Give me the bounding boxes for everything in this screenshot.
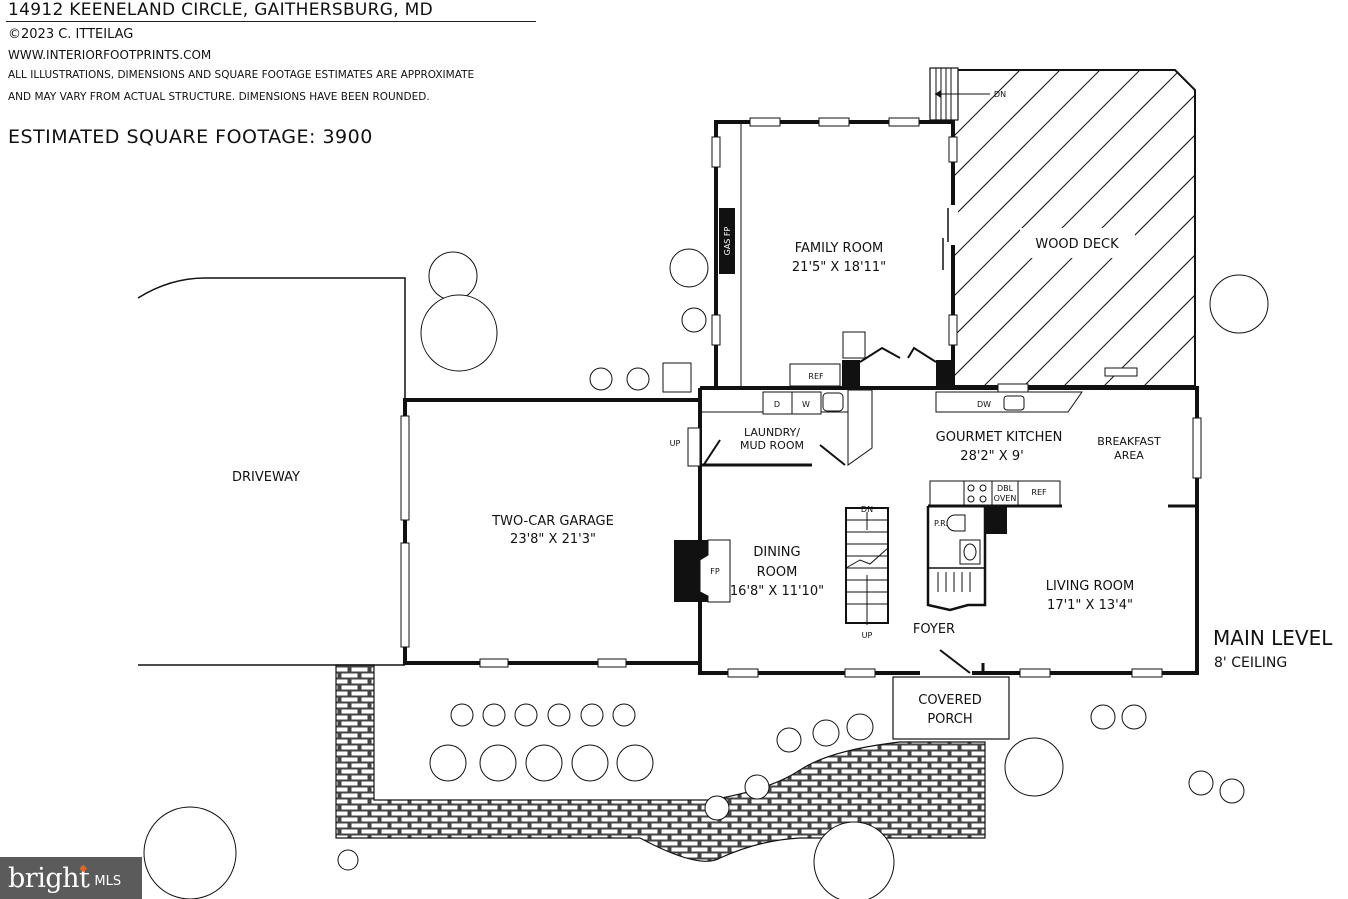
foyer-label: FOYER (913, 622, 955, 637)
breakfast-label-1: BREAKFAST (1097, 435, 1161, 448)
oven-label-1: DBL (997, 484, 1014, 493)
driveway: DRIVEWAY (137, 277, 406, 666)
living-room-dims: 17'1" X 13'4" (1047, 598, 1133, 613)
living-room-label: LIVING ROOM (1046, 579, 1134, 594)
family-room-dims: 21'5" X 18'11" (792, 260, 886, 275)
logo-suffix-text: MLS (94, 873, 122, 889)
wood-deck: WOOD DECK DN (929, 67, 1196, 387)
washer-label: W (802, 400, 810, 409)
dining-label-2: ROOM (757, 565, 798, 580)
stairs-up-label: UP (862, 631, 873, 640)
garage-dims: 23'8" X 21'3" (510, 532, 596, 547)
garage-up-label: UP (670, 439, 681, 448)
garage-label: TWO-CAR GARAGE (491, 514, 614, 529)
windows (400, 117, 1202, 678)
gas-fireplace (719, 208, 735, 274)
kitchen-dims: 28'2" X 9' (960, 449, 1023, 464)
deck-door-opening (948, 205, 958, 245)
square-footage-label: ESTIMATED SQUARE FOOTAGE: 3900 (8, 126, 373, 148)
copyright-text: ©2023 C. ITTEILAG (8, 27, 134, 42)
landscaping (143, 248, 1269, 899)
stairs-dn-label: DN (861, 505, 873, 514)
deck-stairs-dn-label: DN (994, 90, 1006, 99)
stairs: DN UP (845, 505, 889, 640)
laundry-label-1: LAUNDRY/ (744, 426, 800, 439)
covered-porch: COVERED PORCH (892, 676, 1010, 740)
fireplace-label: FP (710, 567, 720, 576)
laundry-room: D W LAUNDRY/ MUD ROOM UP (670, 389, 873, 467)
porch-label-1: COVERED (918, 693, 981, 708)
kitchen: DW GOURMET KITCHEN 28'2" X 9' BREAKFAST … (928, 391, 1197, 534)
wood-deck-label: WOOD DECK (1035, 237, 1119, 252)
laundry-ref-label: REF (808, 372, 824, 381)
dining-label-1: DINING (753, 545, 800, 560)
driveway-label: DRIVEWAY (232, 470, 300, 485)
bright-mls-logo: bright ◆ MLS (0, 857, 142, 899)
logo-brand-text: bright (8, 862, 90, 894)
level-title: MAIN LEVEL (1213, 626, 1333, 650)
powder-room-label: P.R. (934, 519, 948, 528)
website-text: WWW.INTERIORFOOTPRINTS.COM (8, 48, 212, 62)
disclaimer-line-1: ALL ILLUSTRATIONS, DIMENSIONS AND SQUARE… (8, 69, 475, 81)
dryer-label: D (774, 400, 780, 409)
powder-room: P.R. (926, 506, 987, 612)
title-divider (6, 21, 536, 22)
breakfast-label-2: AREA (1114, 449, 1144, 462)
oven-label-2: OVEN (994, 494, 1017, 503)
property-address-title: 14912 KEENELAND CIRCLE, GAITHERSBURG, MD (8, 0, 433, 20)
dining-fireplace: FP (674, 539, 731, 603)
porch-label-2: PORCH (927, 712, 972, 727)
laundry-label-2: MUD ROOM (740, 439, 804, 452)
dining-dims: 16'8" X 11'10" (730, 584, 824, 599)
kitchen-label: GOURMET KITCHEN (936, 430, 1063, 445)
dishwasher-label: DW (977, 400, 991, 409)
ceiling-height: 8' CEILING (1214, 655, 1288, 671)
gas-fireplace-label: GAS FP (723, 226, 732, 255)
family-room-label: FAMILY ROOM (795, 241, 884, 256)
disclaimer-line-2: AND MAY VARY FROM ACTUAL STRUCTURE. DIME… (8, 91, 430, 103)
kitchen-ref-label: REF (1031, 488, 1047, 497)
